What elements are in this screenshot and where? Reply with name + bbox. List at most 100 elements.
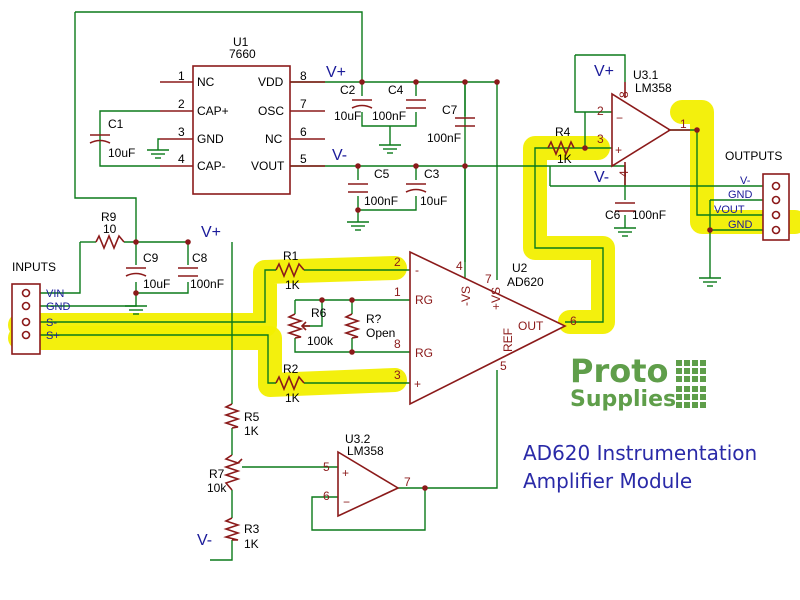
outputs-pin-gnd1: GND (728, 189, 753, 201)
outputs-label: OUTPUTS (725, 149, 782, 163)
r5-resistor: R5 1K (223, 403, 260, 438)
u2-pin3: 3 (394, 368, 401, 382)
c3-value: 10uF (420, 194, 447, 208)
r1-value: 1K (285, 278, 300, 292)
outputs-pin-gnd2: GND (728, 219, 753, 231)
outputs-connector: OUTPUTS V- GND VOUT GND (714, 149, 790, 241)
u2-pin5: 5 (500, 359, 507, 373)
inputs-label: INPUTS (12, 260, 56, 274)
title-line1: AD620 Instrumentation (523, 441, 757, 465)
c5-ref: C5 (374, 167, 390, 181)
logo-supplies: Supplies (570, 387, 676, 412)
r6-potentiometer: R6 100k (286, 306, 334, 348)
net-vminus-u31: V- (594, 169, 609, 186)
inputs-pin-hole (21, 330, 31, 340)
u32-part: LM358 (347, 444, 384, 458)
u32-plus: + (342, 466, 349, 480)
u32-pin5: 5 (323, 460, 330, 474)
r6-value: 100k (307, 334, 334, 348)
c6-capacitor: C6 100nF (605, 202, 666, 222)
diagram-title: AD620 Instrumentation Amplifier Module (523, 441, 757, 493)
r3-ref: R3 (244, 522, 260, 536)
c8-ref: C8 (192, 251, 208, 265)
c4-value: 100nF (372, 109, 406, 123)
u1-cap-plus: CAP+ (197, 104, 229, 118)
net-vplus-u1: V+ (326, 64, 346, 81)
c2-ref: C2 (340, 83, 356, 97)
u1-pin3: 3 (178, 125, 185, 139)
u2-pin1: 1 (394, 285, 401, 299)
inputs-pin-hole (21, 288, 31, 298)
logo-proto: Proto (570, 352, 669, 390)
u1-ref: U1 (233, 35, 249, 49)
u1-cap-minus: CAP- (197, 159, 226, 173)
c3-capacitor: C3 10uF (405, 167, 447, 208)
r1-ref: R1 (283, 249, 299, 263)
u1-vout: VOUT (251, 159, 285, 173)
u32-pin7: 7 (404, 475, 411, 489)
u31-pin3: 3 (597, 132, 604, 146)
u3-1-opamp: U3.1 LM358 2 3 1 8 4 − + (597, 68, 690, 185)
c8-value: 100nF (190, 277, 224, 291)
c1-ref: C1 (108, 117, 124, 131)
ground-icon (125, 305, 147, 315)
inputs-pin-hole (21, 301, 31, 311)
c7-capacitor: C7 100nF (427, 103, 475, 145)
ground-icon (379, 144, 401, 154)
protosupplies-logo: Proto Supplies (570, 352, 706, 412)
u2-minus: - (415, 263, 419, 277)
u2-neg-vs: -VS (459, 286, 473, 306)
u2-ref: U2 (512, 261, 528, 275)
ground-icon (347, 221, 369, 231)
u2-pin2: 2 (394, 255, 401, 269)
r4-ref: R4 (555, 125, 571, 139)
r1-resistor: R1 1K (275, 249, 305, 292)
ground-icon (699, 277, 721, 287)
c6-ref: C6 (605, 208, 621, 222)
u1-osc: OSC (258, 104, 284, 118)
inputs-pin-gnd: GND (46, 301, 71, 313)
u32-minus: − (343, 495, 350, 509)
u1-pin2: 2 (178, 97, 185, 111)
net-vminus-bottom: V- (197, 532, 212, 549)
u31-pin2: 2 (597, 104, 604, 118)
inputs-pin-vin: VIN (46, 288, 64, 300)
u2-out-label: OUT (518, 319, 544, 333)
u31-pin4: 4 (617, 170, 631, 177)
u3-2-opamp: U3.2 LM358 5 6 7 + − (323, 432, 411, 518)
u32-ref: U3.2 (345, 432, 371, 446)
r9-resistor: R9 10 (95, 210, 125, 251)
u1-pin6: 6 (300, 125, 307, 139)
u2-ref-label: REF (501, 328, 515, 352)
net-vplus-inputs: V+ (201, 224, 221, 241)
u31-ref: U3.1 (633, 68, 659, 82)
u1-pin1: 1 (178, 69, 185, 83)
net-labels: V+ V- V+ V- V+ V- (197, 63, 614, 549)
r4-value: 1K (557, 152, 572, 166)
u31-plus: + (615, 143, 622, 157)
net-vminus-u1: V- (332, 147, 347, 164)
c1-value: 10uF (108, 146, 135, 160)
u32-pin6: 6 (323, 489, 330, 503)
r7-ref: R7 (209, 467, 225, 481)
r3-resistor: R3 1K (223, 517, 260, 551)
u2-pin4: 4 (456, 259, 463, 273)
u1-part: 7660 (229, 47, 256, 61)
c3-ref: C3 (424, 167, 440, 181)
logo-grid-icon (676, 360, 706, 408)
u2-pin7: 7 (485, 272, 492, 286)
u1-charge-pump-ic: U1 7660 1 2 3 4 8 7 6 5 NC CAP+ GND CAP-… (160, 35, 325, 195)
r7-value: 10k (207, 481, 227, 495)
rq-ref: R? (366, 312, 382, 326)
c6-value: 100nF (632, 208, 666, 222)
c7-ref: C7 (442, 103, 458, 117)
u2-rg-top: RG (415, 293, 433, 307)
ground-icon (147, 149, 169, 159)
c2-value: 10uF (334, 109, 361, 123)
u1-nc-left: NC (197, 75, 215, 89)
c5-capacitor: C5 100nF (348, 167, 398, 208)
inputs-pin-s-plus: S+ (46, 330, 60, 342)
outputs-pin-hole (771, 225, 781, 235)
r4-resistor: R4 1K (547, 125, 575, 166)
c4-capacitor: C4 100nF (372, 83, 426, 123)
